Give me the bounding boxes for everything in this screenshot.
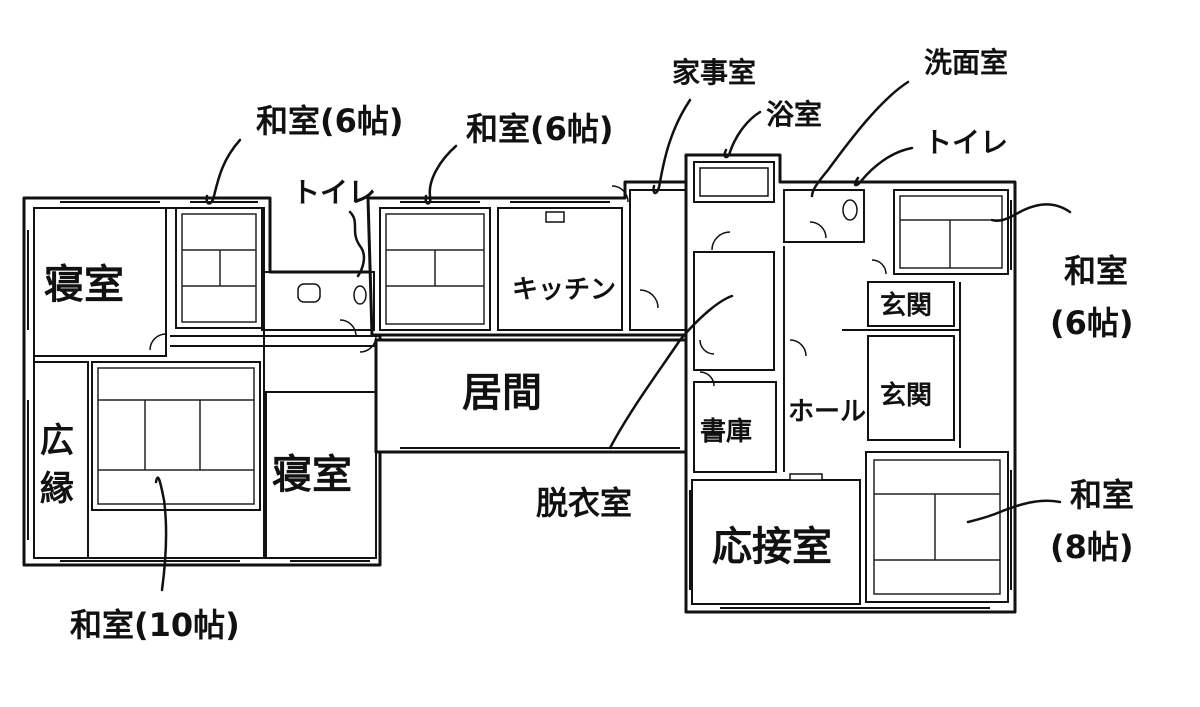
central-walls	[261, 180, 692, 454]
callout-bath: 浴室	[766, 98, 822, 131]
bathtub	[699, 167, 769, 197]
east-wing-walls	[684, 153, 1017, 614]
sink-toilet-room	[297, 283, 321, 303]
kitchen-sink	[545, 211, 565, 223]
callout-washitsu-6c-1: 和室	[1064, 252, 1128, 290]
toilet-bowl-west	[353, 285, 367, 305]
callout-toilet-a: トイレ	[292, 176, 376, 209]
leader-dressing	[608, 294, 734, 450]
leader-washitsu-10	[154, 476, 168, 592]
tatami-mats	[97, 195, 1003, 595]
leader-washitsu-6b	[424, 144, 458, 205]
windows	[27, 200, 1012, 609]
room-label-study: 書庫	[700, 417, 752, 447]
leader-washroom	[810, 80, 910, 198]
room-label-engawa-2: 縁	[40, 469, 74, 509]
room-label-entrance-lower: 玄関	[880, 380, 932, 411]
callout-washitsu-10: 和室(10帖)	[70, 606, 240, 644]
toilet-bowl-east	[842, 199, 858, 221]
room-label-reception: 応接室	[712, 524, 832, 570]
callout-labels: 和室(6帖) トイレ 和室(6帖) 家事室 浴室 洗面室 トイレ 和室 (6帖)…	[70, 46, 1134, 644]
room-label-kitchen: キッチン	[512, 275, 616, 305]
fixtures	[297, 167, 858, 481]
shoe-cabinet	[789, 473, 823, 481]
callout-utility: 家事室	[672, 56, 756, 89]
leader-toilet-b	[853, 146, 914, 187]
room-label-hall: ホール	[788, 397, 866, 427]
callout-toilet-b: トイレ	[924, 126, 1008, 159]
callout-washitsu-8-1: 和室	[1070, 476, 1134, 514]
callout-washitsu-6c-2: (6帖)	[1050, 304, 1134, 342]
room-label-bedroom-west: 寝室	[44, 262, 124, 308]
doors	[149, 185, 887, 387]
leader-washitsu-6c	[990, 203, 1072, 222]
callout-washroom: 洗面室	[924, 46, 1008, 79]
west-wing-walls	[22, 196, 382, 567]
room-label-living: 居間	[462, 370, 542, 416]
callout-dressing: 脱衣室	[536, 484, 632, 522]
callout-washitsu-8-2: (8帖)	[1050, 528, 1134, 566]
callout-washitsu-6b: 和室(6帖)	[466, 110, 614, 148]
leader-bath	[723, 110, 762, 159]
leader-toilet-a	[348, 210, 366, 278]
leader-utility	[652, 98, 692, 195]
leader-lines	[154, 80, 1072, 592]
room-labels: 寝室 広 縁 寝室 居間 キッチン 書庫 ホール 玄関 玄関 応接室	[40, 262, 932, 570]
leader-washitsu-8	[966, 499, 1062, 524]
room-label-entrance-upper: 玄関	[880, 290, 932, 321]
room-label-engawa-1: 広	[40, 421, 74, 461]
leader-washitsu-6a	[205, 138, 242, 205]
room-label-bedroom-south: 寝室	[272, 452, 352, 498]
callout-washitsu-6a: 和室(6帖)	[256, 102, 404, 140]
